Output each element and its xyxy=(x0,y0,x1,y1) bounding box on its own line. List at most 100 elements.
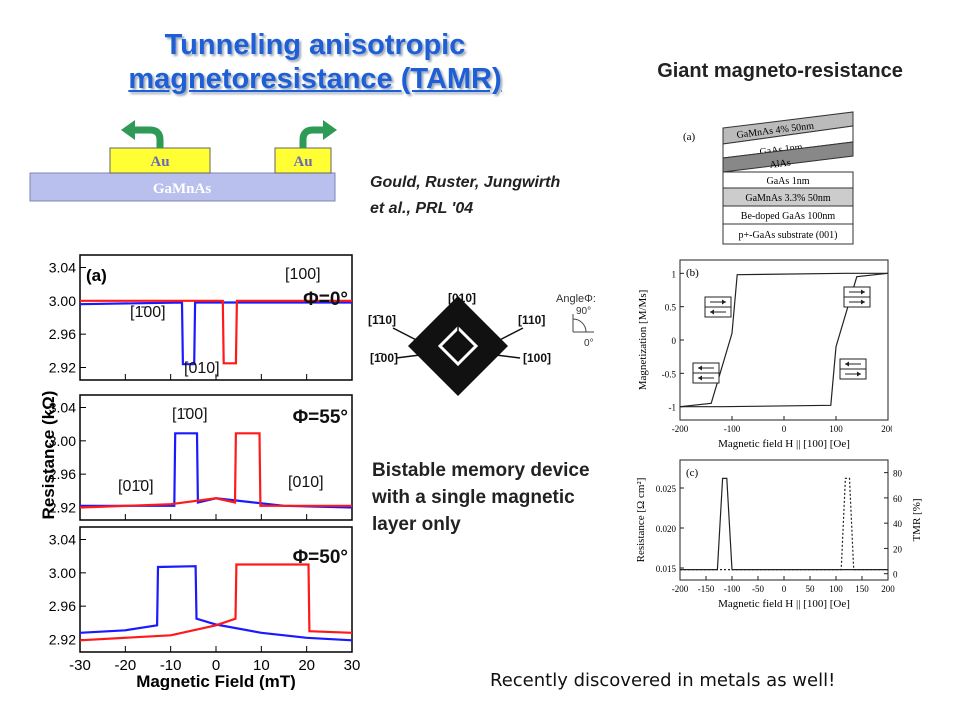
y-tick-label: 2.96 xyxy=(49,598,76,614)
y-axis-label: Magnetization [M/Ms] xyxy=(637,290,649,391)
x-tick-label: -20 xyxy=(114,657,136,674)
au-contact-left xyxy=(109,147,211,174)
stack-layer: GaMnAs 3.3% 50nm xyxy=(745,193,830,204)
stack-layer: GaAs 1nm xyxy=(766,176,809,187)
resistance-trace-dashed xyxy=(680,477,888,571)
x-tick-label: -150 xyxy=(698,584,715,594)
dir-label: [1̄00] xyxy=(370,351,398,365)
dir-label: [100] xyxy=(523,351,551,365)
gamnas-label: GaMnAs xyxy=(153,181,212,197)
y2-tick-label: 80 xyxy=(893,469,903,479)
y-tick-label: 3.00 xyxy=(49,433,76,449)
au-label-left: Au xyxy=(150,154,169,170)
panel-label-b: (b) xyxy=(686,267,699,279)
reference-line-2: et al., PRL '04 xyxy=(370,200,474,217)
y-tick-label: 0.020 xyxy=(656,524,677,534)
dir-label: [1̄10] xyxy=(368,313,396,327)
stack-layer: p+-GaAs substrate (001) xyxy=(739,230,838,241)
y-tick-label: 3.04 xyxy=(49,260,76,276)
reference-line-1: Gould, Ruster, Jungwirth xyxy=(370,174,561,191)
y2-tick-label: 40 xyxy=(893,519,903,529)
title-line-2: magnetoresistance (TAMR) xyxy=(128,63,502,95)
x-tick-label: -50 xyxy=(752,584,764,594)
series-blue-a xyxy=(79,301,352,366)
x-tick-label: 150 xyxy=(855,584,869,594)
gmr-resistance-plot: (c)0.0250.0200.015806040200-200-150-100-… xyxy=(635,459,923,610)
title-line-1: Tunneling anisotropic xyxy=(164,29,466,61)
x-tick-label: -200 xyxy=(672,424,689,434)
direction-label: [1̄00] xyxy=(130,304,166,321)
series-blue-c xyxy=(79,565,353,642)
phi-label-c: Φ=50° xyxy=(293,547,348,568)
device-schematic: GaMnAs Au Au xyxy=(29,120,337,202)
y-tick-label: 2.92 xyxy=(49,500,76,516)
crystal-square xyxy=(408,296,508,396)
tamr-plot: 3.043.002.962.923.043.002.962.923.043.00… xyxy=(39,254,360,690)
y-axis-label: Resistance [Ω cm²] xyxy=(635,478,647,563)
x-axis-label: Magnetic field H || [100] [Oe] xyxy=(718,438,850,450)
y-tick-label: 2.96 xyxy=(49,466,76,482)
footer-note: Recently discovered in metals as well! xyxy=(490,670,836,691)
stack-layer: Be-doped GaAs 100nm xyxy=(741,211,836,222)
reference-citation: Gould, Ruster, Jungwirth et al., PRL '04 xyxy=(370,170,560,222)
y-tick-label: 0 xyxy=(672,336,677,346)
y-tick-label: 2.96 xyxy=(49,326,76,342)
direction-label: [01̄0] xyxy=(118,478,154,495)
x-tick-label: 0 xyxy=(212,657,220,674)
arrow-head-left-icon xyxy=(121,120,135,140)
x-tick-label: 0 xyxy=(782,584,787,594)
direction-label: [010] xyxy=(288,474,324,491)
x-tick-label: 50 xyxy=(806,584,816,594)
y2-axis-label: TMR [%] xyxy=(911,498,923,541)
arrow-head-right-icon xyxy=(323,120,337,140)
y-tick-label: 3.00 xyxy=(49,293,76,309)
y-tick-label: -1 xyxy=(669,403,677,413)
phi-label-a: Φ=0° xyxy=(303,289,348,310)
y-tick-label: -0.5 xyxy=(662,369,677,379)
y2-tick-label: 0 xyxy=(893,570,898,580)
x-tick-label: 100 xyxy=(829,424,843,434)
current-arrow-left-icon xyxy=(133,126,164,148)
y-tick-label: 0.015 xyxy=(656,564,677,574)
x-tick-label: 100 xyxy=(829,584,843,594)
dir-label: [110] xyxy=(518,313,545,327)
y-tick-label: 0.025 xyxy=(656,484,677,494)
gamnas-layer xyxy=(29,172,336,202)
hysteresis-down xyxy=(679,272,888,408)
x-tick-label: 200 xyxy=(881,424,892,434)
direction-label: [100] xyxy=(285,266,321,283)
x-tick-label: 200 xyxy=(881,584,895,594)
au-label-right: Au xyxy=(293,154,312,170)
crystal-inner xyxy=(437,325,479,367)
dir-label: [010] xyxy=(448,291,476,305)
x-tick-label: -30 xyxy=(69,657,91,674)
x-tick-label: 20 xyxy=(298,657,315,674)
current-arrow-right-icon xyxy=(299,126,325,148)
y2-tick-label: 20 xyxy=(893,544,903,554)
panel-label-c: (c) xyxy=(686,467,699,479)
x-tick-label: 30 xyxy=(344,657,360,674)
x-tick-label: 0 xyxy=(782,424,787,434)
phi-label-b: Φ=55° xyxy=(293,407,348,428)
stack-layer: AlAs xyxy=(769,157,791,171)
gmr-title: Giant magneto-resistance xyxy=(657,60,903,82)
series-blue-b xyxy=(80,432,353,509)
hysteresis-up xyxy=(680,272,889,408)
y-tick-label: 3.04 xyxy=(49,400,76,416)
series-red-b xyxy=(79,432,352,509)
tamr-panel-frame xyxy=(79,526,353,653)
angle-90-label: 90° xyxy=(576,306,591,317)
gmr-magnetization-plot: (b)10.50-0.5-1-200-1000100200Magnetic fi… xyxy=(637,259,892,450)
slide-title: Tunneling anisotropic magnetoresistance … xyxy=(90,28,540,96)
direction-label: [1̄00] xyxy=(172,406,208,423)
angle-0-label: 0° xyxy=(584,338,594,349)
panel-label-a: (a) xyxy=(683,131,696,143)
tamr-ylabel: Resistance (kΩ) xyxy=(39,391,58,520)
series-red-a xyxy=(80,299,352,365)
x-tick-label: -200 xyxy=(672,584,689,594)
y2-tick-label: 60 xyxy=(893,494,903,504)
plot-frame xyxy=(679,259,889,421)
y-tick-label: 1 xyxy=(672,269,677,279)
y-tick-label: 3.00 xyxy=(49,565,76,581)
x-axis-label: Magnetic field H || [100] [Oe] xyxy=(718,598,850,610)
